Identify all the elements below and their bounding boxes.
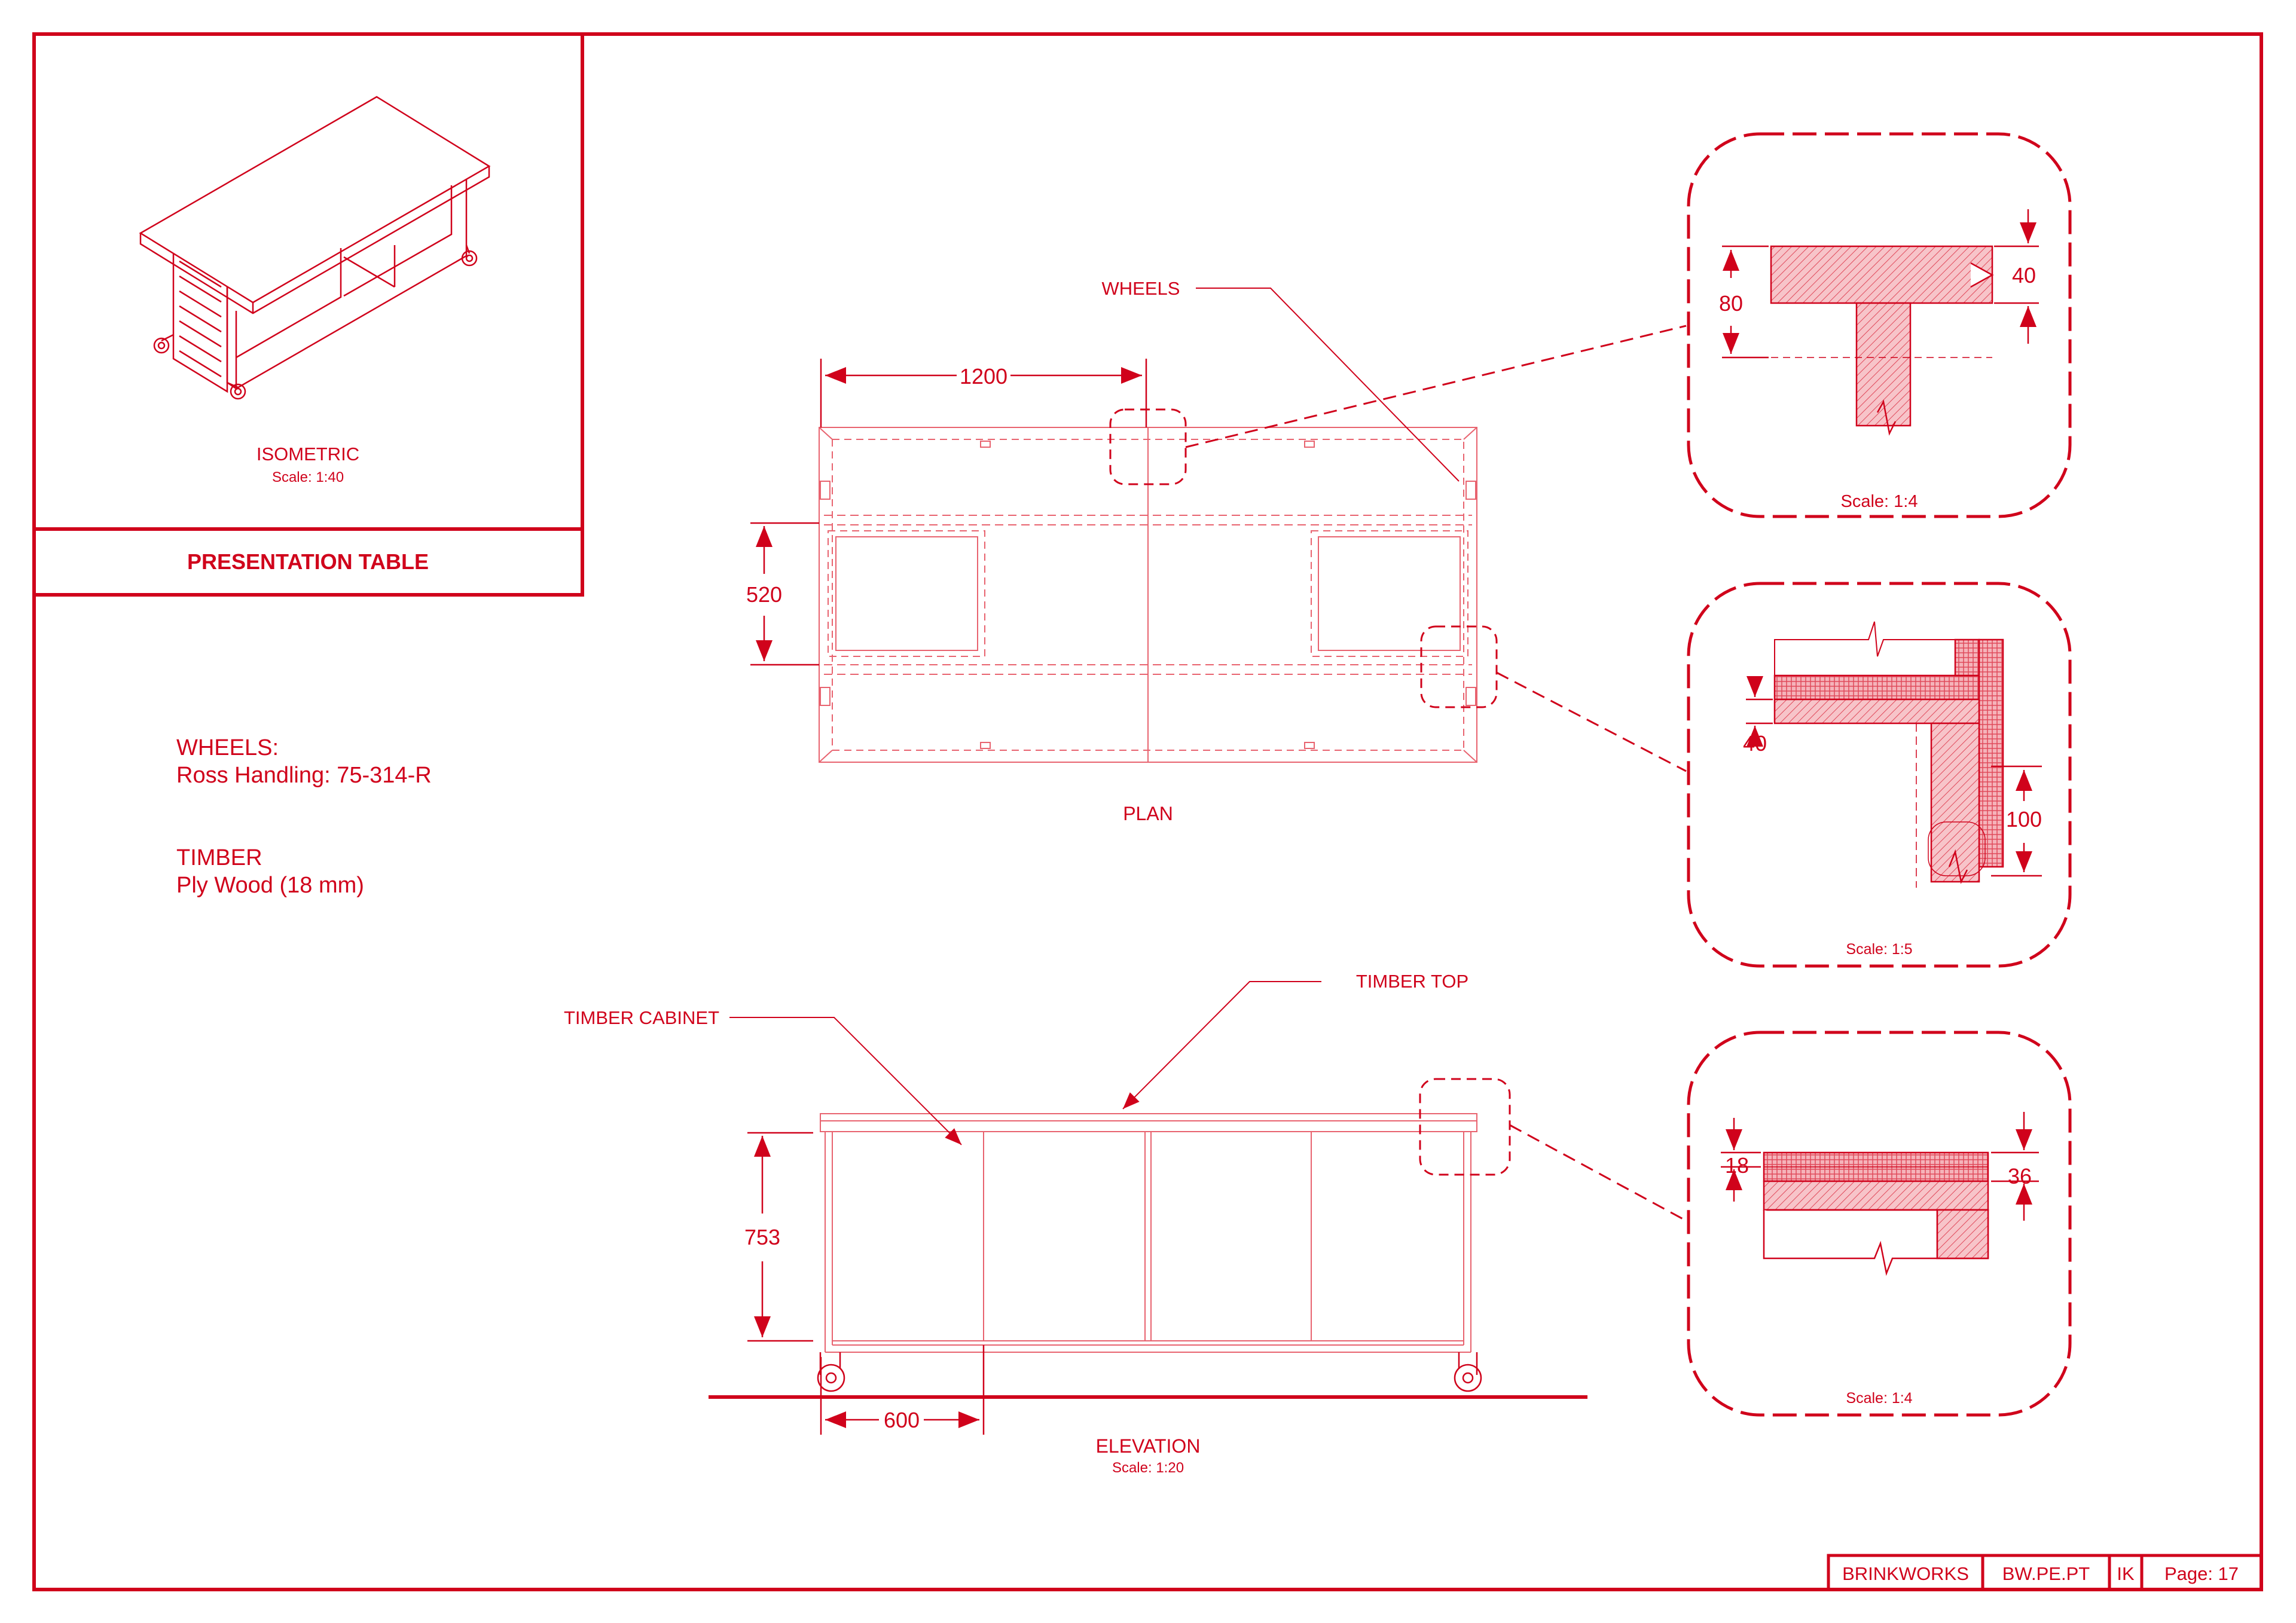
detail-1-dimensions xyxy=(1722,209,2039,359)
wheels-callout-leader xyxy=(1196,288,1460,482)
title-block xyxy=(1827,1554,2263,1591)
elevation-detail-marker xyxy=(1419,1078,1511,1176)
detail-1-frame xyxy=(1687,132,2072,518)
isometric-panel xyxy=(32,32,584,597)
elevation-callout-leaders xyxy=(729,981,1321,1145)
title-block-page: Page: 17 xyxy=(2164,1563,2239,1584)
elevation-dimensions xyxy=(747,1132,985,1435)
plan-view xyxy=(819,427,1477,763)
isometric-scale: Scale: 1:40 xyxy=(272,469,344,485)
title-block-company: BRINKWORKS xyxy=(1842,1563,1969,1584)
plan-dim-width: 520 xyxy=(746,582,782,607)
detail-1-scale: Scale: 1:4 xyxy=(1841,492,1918,511)
elevation-wheels xyxy=(817,1352,1482,1392)
wheels-value: Ross Handling: 75-314-R xyxy=(176,763,432,788)
plan-label: PLAN xyxy=(1123,803,1173,824)
detail-3-section xyxy=(1763,1151,1989,1276)
sheet-border xyxy=(32,32,2263,1591)
plan-dimensions xyxy=(750,359,1147,666)
detail-1-dim-b: 40 xyxy=(2012,263,2036,288)
detail-3-frame xyxy=(1687,1031,2072,1417)
elevation-dim-height: 753 xyxy=(744,1225,780,1249)
wheels-heading: WHEELS: xyxy=(176,735,279,760)
detail-connectors xyxy=(1185,325,1687,1222)
detail-2-dim-a: 40 xyxy=(1743,731,1767,756)
detail-2-scale: Scale: 1:5 xyxy=(1846,941,1912,958)
detail-1-section xyxy=(1770,245,1994,436)
page-title: PRESENTATION TABLE xyxy=(187,549,429,574)
detail-3-dimensions xyxy=(1721,1112,2039,1221)
detail-2-dimensions xyxy=(1746,676,2042,877)
detail-3-dim-a: 18 xyxy=(1725,1153,1749,1178)
detail-1-dim-a: 80 xyxy=(1719,291,1743,316)
detail-2-section xyxy=(1773,621,2004,888)
isometric-label: ISOMETRIC xyxy=(257,444,359,464)
timber-cabinet-callout: TIMBER CABINET xyxy=(564,1007,719,1028)
detail-3-dim-b: 36 xyxy=(2008,1164,2032,1188)
plan-detail-markers xyxy=(1109,408,1498,708)
elevation-label: ELEVATION xyxy=(1096,1435,1201,1457)
detail-2-frame xyxy=(1687,582,2072,968)
title-block-initials: IK xyxy=(2117,1563,2135,1584)
isometric-view xyxy=(139,96,491,400)
plan-dim-length: 1200 xyxy=(960,364,1007,389)
detail-3-scale: Scale: 1:4 xyxy=(1846,1390,1912,1407)
timber-top-callout: TIMBER TOP xyxy=(1356,971,1468,992)
elevation-dim-bay: 600 xyxy=(884,1408,920,1432)
timber-value: Ply Wood (18 mm) xyxy=(176,873,364,898)
material-notes: WHEELS: Ross Handling: 75-314-R TIMBER P… xyxy=(176,734,432,899)
detail-2-dim-b: 100 xyxy=(2006,807,2042,832)
wheels-callout: WHEELS xyxy=(1102,278,1180,299)
timber-heading: TIMBER xyxy=(176,845,262,870)
elevation-scale: Scale: 1:20 xyxy=(1112,1460,1184,1476)
title-block-code: BW.PE.PT xyxy=(2002,1563,2090,1584)
elevation-view xyxy=(820,1113,1477,1353)
